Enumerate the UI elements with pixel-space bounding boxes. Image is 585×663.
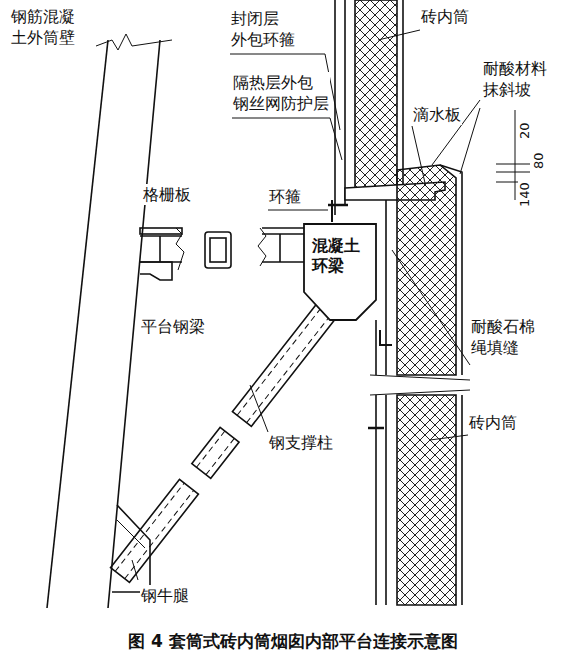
drip-plate-label: 滴水板 [412,104,462,125]
column-label: 钢支撑柱 [268,432,334,453]
beam-label: 平台钢梁 [140,316,206,337]
acid-slope-label: 耐酸材料 抹斜坡 [482,58,548,100]
figure-caption: 图 4 套筒式砖内筒烟囱内部平台连接示意图 [128,630,458,653]
grating-label: 格栅板 [142,184,192,205]
dimension: 140 [518,181,532,208]
node-text: 混凝土 环梁 [312,236,360,276]
wall-label: 钢筋混凝 土外筒壁 [10,6,76,48]
inner-tube-label: 砖内筒 [468,412,518,433]
inner-tube-label: 砖内筒 [420,6,470,27]
insulation-label: 隔热层外包 钢丝网防护层 [232,72,330,114]
corbel-label: 钢牛腿 [140,585,190,606]
seal-layer-label: 封闭层 外包环箍 [230,8,296,50]
dimension: 20 [518,121,532,140]
ring-beam: 混凝土 环梁 [302,222,378,322]
dimension: 80 [532,151,546,170]
packing-label: 耐酸石棉 绳填缝 [470,316,536,358]
hoop-label: 环箍 [268,186,302,207]
